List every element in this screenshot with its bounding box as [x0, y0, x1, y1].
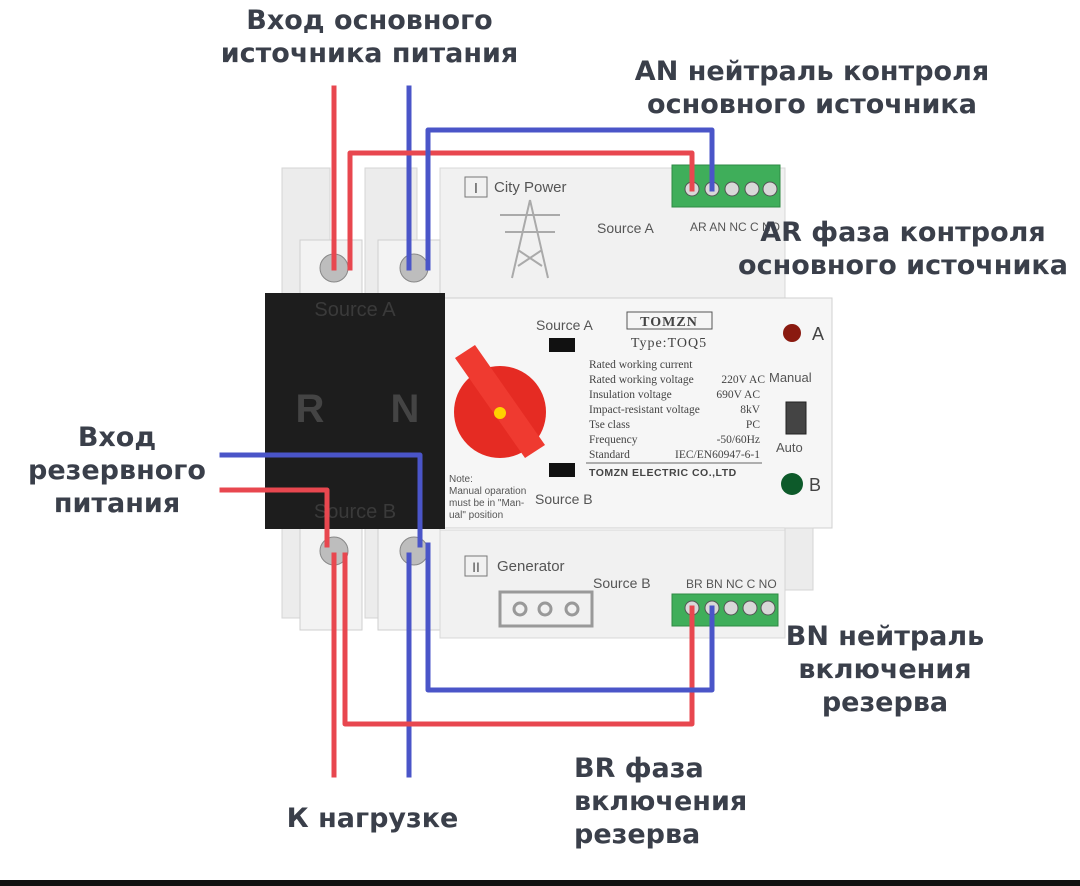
spec-value: -50/60Hz	[717, 434, 760, 446]
label-line: включения	[574, 786, 748, 817]
spec-value: 8kV	[740, 404, 761, 416]
screw-top-n	[399, 253, 429, 283]
note-line: Manual oparation	[449, 486, 526, 497]
manual-note: Note: Manual oparation must be in "Man- …	[449, 474, 526, 521]
reserve-phase-wire	[219, 487, 330, 548]
spec-key: Rated working voltage	[589, 374, 694, 386]
indicator-window-b	[549, 463, 575, 477]
label-to-load: К нагрузке	[280, 802, 465, 835]
spec-key: Rated working current	[589, 359, 693, 371]
spec-key: Insulation voltage	[589, 389, 672, 401]
spec-value: 220V AC	[721, 374, 765, 386]
terminals-a-label: AR AN NC C NO	[690, 220, 780, 234]
manual-label: Manual	[769, 370, 812, 385]
label-line: BR фаза	[574, 753, 704, 784]
note-line: ual" position	[449, 510, 503, 521]
pole-n-label: N	[391, 387, 420, 431]
source-b-lower-label: Source B	[593, 575, 651, 591]
city-power-numeral-box	[464, 176, 488, 198]
label-line: резервного	[28, 455, 206, 486]
label-bn-neutral: BN нейтраль включения резерва	[780, 620, 990, 719]
label-line: AR фаза контроля	[760, 217, 1046, 248]
generator-numeral-box	[464, 555, 488, 577]
label-line: основного источника	[738, 250, 1068, 281]
generator-label: Generator	[497, 558, 565, 575]
label-line: К нагрузке	[286, 803, 459, 834]
spec-key: Impact-resistant voltage	[589, 404, 700, 416]
spec-value: IEC/EN60947-6-1	[675, 449, 760, 461]
spec-key: Frequency	[589, 434, 638, 446]
label-an-neutral: AN нейтраль контроля основного источника	[622, 55, 1002, 121]
spec-value: PC	[746, 419, 760, 431]
led-b-indicator	[781, 473, 803, 495]
label-line: включения	[798, 654, 972, 685]
label-line: источника питания	[220, 38, 519, 69]
switch-source-a-label: Source A	[536, 317, 593, 333]
rotary-handle[interactable]	[454, 345, 546, 458]
led-a-indicator	[783, 324, 801, 342]
brand-box	[626, 311, 713, 330]
screw-bottom-n	[399, 536, 429, 566]
power-tower-icon	[500, 199, 560, 279]
an-control-wire	[425, 127, 715, 271]
br-control-wire	[342, 552, 695, 727]
bottom-edge-bar	[0, 880, 1080, 886]
spec-value: 690V AC	[716, 389, 760, 401]
led-b-label: B	[809, 475, 821, 495]
note-line: Note:	[449, 474, 473, 485]
spec-key: Tse class	[589, 419, 631, 431]
indicator-window-a	[549, 338, 575, 352]
label-reserve-input: Вход резервного питания	[14, 421, 220, 520]
spec-key: Standard	[589, 449, 630, 461]
handle-lever	[455, 345, 545, 458]
label-line: резерва	[574, 819, 701, 850]
city-power-label: City Power	[494, 179, 567, 196]
label-line: AN нейтраль контроля	[634, 56, 990, 87]
terminals-b-label: BR BN NC C NO	[686, 577, 777, 591]
reserve-neutral-wire	[219, 452, 423, 548]
label-main-input: Вход основного источника питания	[212, 4, 527, 70]
wires	[219, 85, 715, 778]
ar-control-wire	[347, 150, 695, 271]
label-ar-phase: AR фаза контроля основного источника	[728, 216, 1078, 282]
mode-selector-switch[interactable]	[785, 401, 807, 435]
generator-numeral: II	[472, 559, 480, 575]
bn-control-wire	[425, 542, 715, 693]
label-line: основного источника	[647, 89, 977, 120]
label-line: Вход	[77, 422, 157, 453]
label-br-phase: BR фаза включения резерва	[574, 752, 760, 851]
source-a-upper-label: Source A	[597, 220, 654, 236]
note-line: must be in "Man-	[449, 498, 524, 509]
lower-side-step	[784, 527, 814, 591]
breaker-source-a-label: Source A	[314, 299, 396, 321]
auto-label: Auto	[776, 440, 803, 455]
spec-table: Rated working current Rated working volt…	[589, 359, 765, 461]
label-line: питания	[53, 488, 181, 519]
handle-center-dot	[494, 407, 506, 419]
label-line: Вход основного	[246, 5, 493, 36]
breaker-source-b-label: Source B	[314, 501, 396, 523]
type-label: Type:TOQ5	[631, 336, 707, 351]
city-power-numeral: I	[474, 180, 478, 197]
label-line: резерва	[821, 687, 949, 718]
company-label: TOMZN ELECTRIC CO.,LTD	[589, 467, 737, 479]
label-line: BN нейтраль	[785, 621, 985, 652]
generator-icon	[498, 590, 594, 628]
led-a-label: A	[812, 324, 824, 344]
pole-r-label: R	[296, 387, 325, 431]
brand-label: TOMZN	[640, 315, 698, 330]
switch-source-b-label: Source B	[535, 491, 593, 507]
